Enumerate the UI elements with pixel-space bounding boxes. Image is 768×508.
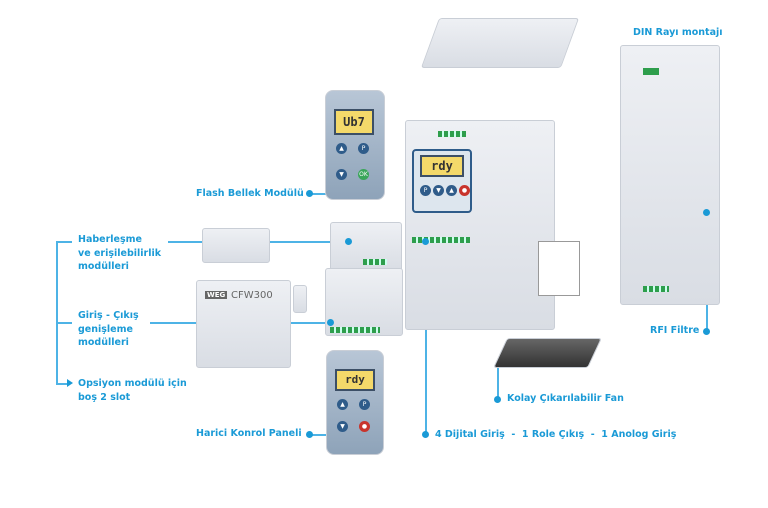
up-button[interactable]: ▲ [337,399,348,410]
main-drive: rdy P ▼ ▲ ● [405,120,580,330]
down-button[interactable]: ▼ [337,421,348,432]
ok-button[interactable]: OK [358,169,369,180]
p-button[interactable]: P [359,399,370,410]
flash-lcd: Ub7 [334,109,374,135]
drive-keypad: rdy P ▼ ▲ ● [412,149,472,213]
bracket-line [56,241,72,243]
clip-part [293,285,307,313]
io-expansion-module [325,268,403,336]
flash-line [309,193,333,195]
label-io-spec: 4 Dijital Giriş - 1 Role Çıkış - 1 Anolo… [435,429,677,440]
marker-dot [703,328,710,335]
marker-dot [345,238,352,245]
marker-dot [306,431,313,438]
down-button[interactable]: ▼ [433,185,444,196]
terminal-line [425,241,427,434]
fan-line [497,362,499,399]
marker-dot [494,396,501,403]
fan [493,338,602,368]
down-button[interactable]: ▼ [336,169,347,180]
flash-memory-module: Ub7 ▲ P ▼ OK [325,90,385,200]
label-rfi-filter: RFI Filtre [650,325,700,336]
remote-lcd: rdy [335,369,375,391]
option-cover: WEG CFW300 [196,280,291,368]
label-fan: Kolay Çıkarılabilir Fan [507,393,624,404]
rating-label [538,241,580,296]
arrow-icon [67,379,73,387]
model-name: CFW300 [231,290,273,301]
marker-dot [422,238,429,245]
up-button[interactable]: ▲ [336,143,347,154]
communication-module [330,222,402,272]
label-flash-memory: Flash Bellek Modülü [196,188,304,199]
bracket-line [56,322,72,324]
up-button[interactable]: ▲ [446,185,457,196]
marker-dot [327,319,334,326]
p-button[interactable]: P [420,185,431,196]
weg-logo: WEG [205,291,228,299]
rfi-filter-module [620,45,720,305]
bracket-line [56,383,68,385]
marker-dot [422,431,429,438]
remote-line [309,434,333,436]
run-stop-button[interactable]: ● [359,421,370,432]
run-stop-button[interactable]: ● [459,185,470,196]
marker-dot [306,190,313,197]
bracket-line [56,241,58,384]
top-cover [420,18,580,68]
comm-cover [202,228,270,263]
remote-keypad: rdy ▲ P ▼ ● [326,350,384,455]
drive-lcd: rdy [420,155,464,177]
label-din-rail: DIN Rayı montajı [633,27,723,38]
label-remote-panel: Harici Konrol Paneli [196,428,302,439]
p-button[interactable]: P [358,143,369,154]
marker-dot [703,209,710,216]
